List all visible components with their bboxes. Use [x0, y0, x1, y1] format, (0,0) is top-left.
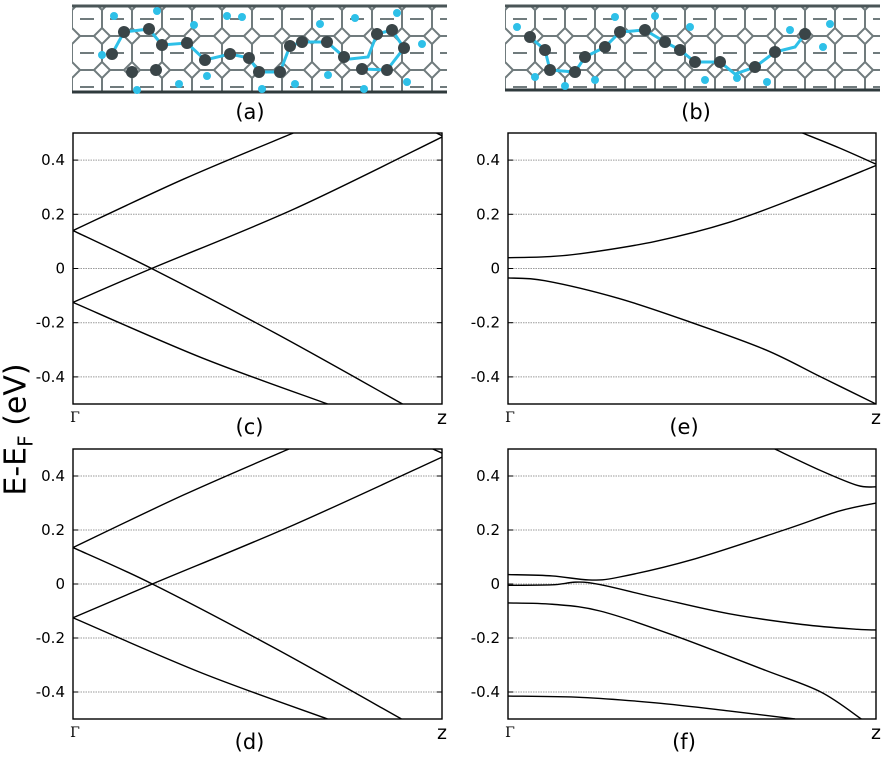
- band-line-band1: [508, 164, 876, 259]
- y-tick-label: 0.2: [476, 521, 500, 539]
- band-line-band3: [508, 581, 876, 631]
- band-line-band2: [73, 456, 442, 619]
- band-line-band5: [508, 695, 796, 719]
- y-tick-label: 0.4: [41, 467, 65, 485]
- band-line-band3: [802, 133, 876, 165]
- y-tick-label: 0: [55, 575, 65, 593]
- nanotube-structure-b: [505, 4, 880, 92]
- x-tick-label-z: z: [871, 722, 881, 744]
- y-tick-label: -0.4: [471, 683, 500, 701]
- band-line-band3: [73, 546, 402, 719]
- y-tick-label: 0.2: [41, 521, 65, 539]
- band-line-band4: [73, 301, 328, 404]
- y-tick-label: -0.2: [471, 629, 500, 647]
- band-line-band1: [774, 449, 876, 488]
- y-tick-label: -0.4: [36, 368, 65, 386]
- band-line-band2: [508, 502, 876, 581]
- y-tick-label: 0.4: [476, 467, 500, 485]
- y-tick-label: 0.2: [41, 205, 65, 223]
- y-tick-label: 0.2: [476, 205, 500, 223]
- structure-label-b: (b): [681, 100, 711, 124]
- band-line-band3: [73, 229, 403, 404]
- x-tick-label-z: z: [437, 407, 447, 429]
- y-tick-label: -0.4: [36, 683, 65, 701]
- panel-label-d: (d): [235, 730, 265, 754]
- y-tick-label: 0: [55, 260, 65, 278]
- plot-frame: [72, 448, 443, 720]
- band-line-band4: [508, 602, 862, 719]
- y-tick-label: 0.4: [41, 151, 65, 169]
- x-tick-label-gamma: Γ: [70, 725, 80, 741]
- y-tick-label: 0.4: [476, 151, 500, 169]
- plot-frame: [507, 132, 877, 405]
- panel-label-e: (e): [669, 415, 698, 439]
- x-tick-label-gamma: Γ: [505, 725, 515, 741]
- x-tick-label-gamma: Γ: [505, 410, 515, 426]
- y-tick-label: -0.4: [471, 368, 500, 386]
- plot-frame: [507, 448, 877, 720]
- structure-label-a: (a): [235, 100, 265, 124]
- y-tick-label: 0: [490, 260, 500, 278]
- band-line-band1: [73, 133, 294, 232]
- band-line-band2: [508, 277, 876, 404]
- panel-label-c: (c): [236, 415, 264, 439]
- y-tick-label: -0.2: [36, 629, 65, 647]
- x-tick-label-z: z: [871, 407, 881, 429]
- band-line-band1: [73, 449, 290, 549]
- panel-label-f: (f): [672, 730, 696, 754]
- x-tick-label-z: z: [437, 722, 447, 744]
- y-tick-label: -0.2: [36, 314, 65, 332]
- x-tick-label-gamma: Γ: [70, 410, 80, 426]
- nanotube-structure-a: [72, 4, 447, 94]
- band-line-band2: [73, 136, 442, 304]
- y-tick-label: -0.2: [471, 314, 500, 332]
- band-line-band4: [73, 617, 328, 719]
- y-tick-label: 0: [490, 575, 500, 593]
- plot-frame: [72, 132, 443, 405]
